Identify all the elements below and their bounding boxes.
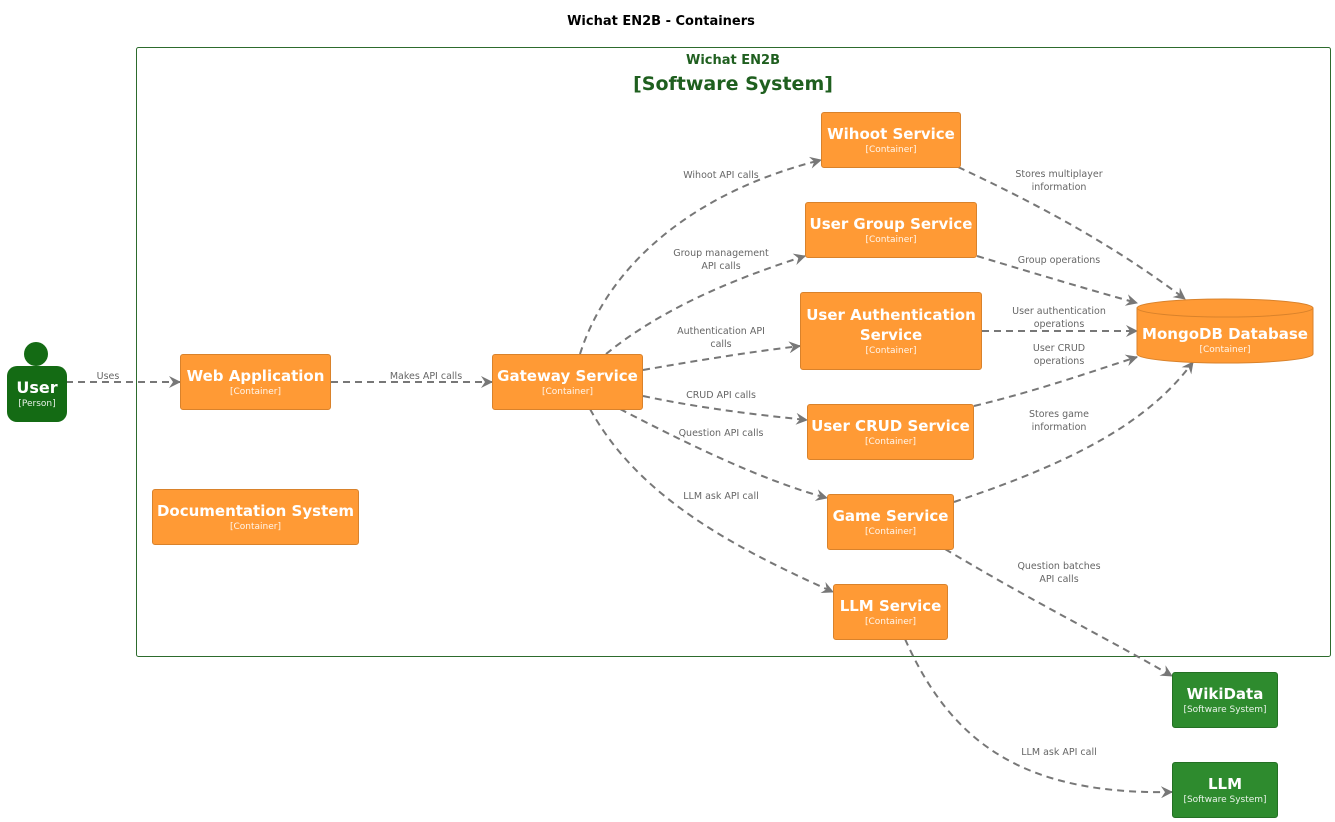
- container-wihoot-service[interactable]: Wihoot Service [Container]: [821, 112, 961, 168]
- person-user[interactable]: User [Person]: [7, 366, 67, 422]
- system-llm[interactable]: LLM [Software System]: [1172, 762, 1278, 818]
- node-name: User Authentication: [806, 306, 976, 324]
- container-user-group-service[interactable]: User Group Service [Container]: [805, 202, 977, 258]
- container-mongodb-database[interactable]: MongoDB Database [Container]: [1137, 318, 1313, 362]
- edge-wihoot: [579, 156, 822, 355]
- edge-label: operations: [1034, 356, 1085, 367]
- edge-groupops: [976, 255, 1138, 306]
- edge-label: Group operations: [1018, 255, 1101, 266]
- node-type: [Container]: [864, 617, 916, 627]
- node-type: [Person]: [18, 399, 56, 409]
- system-boundary: [136, 47, 1331, 657]
- edge-question: [619, 408, 828, 501]
- node-type: [Container]: [1199, 345, 1251, 355]
- node-type: [Container]: [864, 437, 916, 447]
- node-name: User: [16, 378, 58, 397]
- edge-label: Stores game: [1029, 409, 1089, 420]
- edge-label: Wihoot API calls: [683, 170, 759, 181]
- node-type: [Container]: [864, 527, 916, 537]
- node-name: User CRUD Service: [811, 417, 970, 435]
- node-name: Service: [859, 326, 923, 344]
- node-type: [Software System]: [1183, 705, 1267, 715]
- edge-group: [605, 253, 806, 355]
- container-llm-service[interactable]: LLM Service [Container]: [833, 584, 948, 640]
- person-head-icon: [24, 342, 48, 366]
- node-name: User Group Service: [809, 215, 973, 233]
- node-name: MongoDB Database: [1142, 325, 1308, 343]
- node-name: Game Service: [832, 507, 949, 525]
- edge-label: User CRUD: [1033, 343, 1085, 354]
- edge-label: Stores multiplayer: [1015, 169, 1102, 180]
- edge-multiplayer: [957, 166, 1186, 300]
- node-name: LLM: [1207, 775, 1243, 793]
- node-type: [Container]: [229, 387, 281, 397]
- node-name: Web Application: [186, 367, 325, 385]
- edge-batches: [944, 548, 1173, 677]
- container-documentation-system[interactable]: Documentation System [Container]: [152, 489, 359, 545]
- container-gateway-service[interactable]: Gateway Service [Container]: [492, 354, 643, 410]
- node-name: Documentation System: [156, 502, 355, 520]
- container-user-authentication-service[interactable]: User Authentication Service [Container]: [800, 292, 982, 370]
- edge-llmask: [589, 408, 834, 593]
- edge-crud: [642, 395, 808, 425]
- boundary-type: [Software System]: [633, 73, 833, 95]
- node-type: [Container]: [865, 346, 917, 356]
- node-name: WikiData: [1186, 685, 1264, 703]
- container-game-service[interactable]: Game Service [Container]: [827, 494, 954, 550]
- edge-label: Question API calls: [679, 428, 764, 439]
- database-cylinder-icon: [1136, 298, 1314, 364]
- edge-gamestore: [953, 361, 1194, 503]
- edge-label: Uses: [97, 371, 120, 382]
- edge-label: Authentication API: [677, 326, 765, 337]
- edge-label: LLM ask API call: [1021, 747, 1096, 758]
- node-name: Wihoot Service: [827, 125, 955, 143]
- node-name: LLM Service: [839, 597, 942, 615]
- edge-label: API calls: [1039, 574, 1078, 585]
- edge-label: information: [1032, 182, 1087, 193]
- diagram-title: Wichat EN2B - Containers: [567, 14, 755, 29]
- node-type: [Container]: [541, 387, 593, 397]
- node-name: Gateway Service: [497, 367, 638, 385]
- edge-label: Question batches: [1017, 561, 1100, 572]
- edge-label: API calls: [701, 261, 740, 272]
- edge-label: User authentication: [1012, 306, 1106, 317]
- boundary-name: Wichat EN2B: [686, 53, 780, 68]
- node-type: [Container]: [865, 235, 917, 245]
- edge-label: calls: [710, 339, 731, 350]
- container-user-crud-service[interactable]: User CRUD Service [Container]: [807, 404, 974, 460]
- edge-label: Group management: [673, 248, 769, 259]
- edge-llm-external: [904, 638, 1173, 799]
- node-type: [Container]: [865, 145, 917, 155]
- node-type: [Software System]: [1183, 795, 1267, 805]
- edge-label: information: [1032, 422, 1087, 433]
- edge-label: CRUD API calls: [686, 390, 756, 401]
- edge-label: operations: [1034, 319, 1085, 330]
- container-web-application[interactable]: Web Application [Container]: [180, 354, 331, 410]
- edge-label: LLM ask API call: [683, 491, 758, 502]
- edge-label: Makes API calls: [390, 371, 462, 382]
- node-type: [Container]: [229, 522, 281, 532]
- system-wikidata[interactable]: WikiData [Software System]: [1172, 672, 1278, 728]
